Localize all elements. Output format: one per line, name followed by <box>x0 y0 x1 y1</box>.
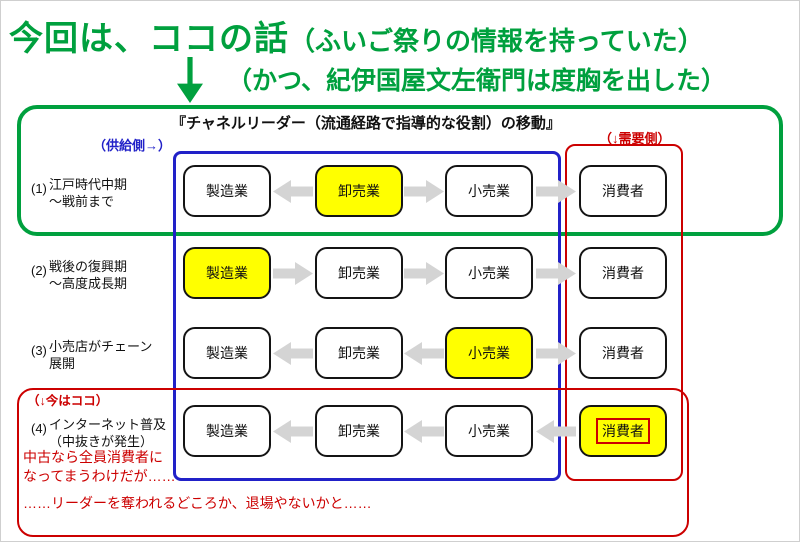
box-wholesaler: 卸売業 <box>315 247 403 299</box>
box-wholesaler: 卸売業 <box>315 405 403 457</box>
box-label: 小売業 <box>468 265 510 281</box>
flow-arrow-icon <box>536 262 576 285</box>
demand-side-frame <box>565 144 683 481</box>
box-label: 製造業 <box>206 423 248 439</box>
flow-arrow-icon <box>404 180 444 203</box>
box-label: 製造業 <box>206 265 248 281</box>
row-label-line1: 戦後の復興期 <box>49 259 128 274</box>
diagram-row-2: (2) 戦後の復興期 ～高度成長期 製造業 卸売業 小売業 消費者 <box>1 247 799 301</box>
row-label-line2: （中抜きが発生） <box>49 434 154 449</box>
footnote-line2: なってまうわけだが…… <box>23 468 176 484</box>
flow-arrow-icon <box>273 342 313 365</box>
flow-arrow-icon <box>273 420 313 443</box>
headline: 今回は、ココの話（ふいご祭りの情報を持っていた） <box>9 11 704 60</box>
box-wholesaler: 卸売業 <box>315 327 403 379</box>
box-label: 消費者 <box>602 345 644 361</box>
box-consumer: 消費者 <box>579 165 667 217</box>
box-label: 消費者 <box>602 265 644 281</box>
flow-arrow-icon <box>404 262 444 285</box>
box-manufacturer: 製造業 <box>183 405 271 457</box>
headline-main-text: 今回は、ココの話 <box>9 20 289 58</box>
box-label: 消費者 <box>602 183 644 199</box>
flow-arrow-icon <box>536 420 576 443</box>
flow-arrow-icon <box>536 180 576 203</box>
now-here-label: （↓今はココ） <box>27 394 109 408</box>
diagram-title: 『チャネルリーダー（流通経路で指導的な役割）の移動』 <box>171 115 561 132</box>
row-label-line2: ～戦前まで <box>49 194 115 209</box>
box-label: 小売業 <box>468 423 510 439</box>
row-label-line2: 展開 <box>49 356 76 371</box>
diagram-row-4: (4) インターネット普及 （中抜きが発生） 製造業 卸売業 小売業 消費者 <box>1 405 799 459</box>
current-era-frame <box>17 388 689 537</box>
box-label: 消費者 <box>596 418 650 444</box>
headline-paren-text: （ふいご祭りの情報を持っていた） <box>289 26 704 56</box>
box-wholesaler: 卸売業 <box>315 165 403 217</box>
row-label-line1: 江戸時代中期 <box>49 177 128 192</box>
row-label-line2: ～高度成長期 <box>49 276 128 291</box>
diagram-row-3: (3) 小売店がチェーン 展開 製造業 卸売業 小売業 消費者 <box>1 327 799 381</box>
box-label: 製造業 <box>206 345 248 361</box>
headline-second-line: （かつ、紀伊国屋文左衛門は度胸を出した） <box>227 67 727 95</box>
box-manufacturer: 製造業 <box>183 165 271 217</box>
row-label-line1: 小売店がチェーン <box>49 339 153 354</box>
flow-arrow-icon <box>404 420 444 443</box>
box-label: 卸売業 <box>338 265 380 281</box>
box-retailer: 小売業 <box>445 405 533 457</box>
row-number: (1) <box>31 181 47 196</box>
box-manufacturer: 製造業 <box>183 327 271 379</box>
box-retailer: 小売業 <box>445 327 533 379</box>
box-consumer: 消費者 <box>579 247 667 299</box>
box-manufacturer: 製造業 <box>183 247 271 299</box>
supply-side-label: （供給側→） <box>93 138 172 153</box>
box-label: 卸売業 <box>338 183 380 199</box>
box-label: 小売業 <box>468 345 510 361</box>
box-label: 製造業 <box>206 183 248 199</box>
diagram-row-1: (1) 江戸時代中期 ～戦前まで 製造業 卸売業 小売業 消費者 <box>1 165 799 219</box>
flow-arrow-icon <box>536 342 576 365</box>
demand-side-label: （↓需要側） <box>599 131 671 146</box>
flow-arrow-icon <box>273 180 313 203</box>
row-label-line1: インターネット普及 <box>49 417 167 432</box>
row-number: (2) <box>31 263 47 278</box>
green-down-arrow-icon <box>177 57 203 103</box>
box-label: 卸売業 <box>338 423 380 439</box>
topic-highlight-frame <box>17 105 783 236</box>
box-consumer: 消費者 <box>579 405 667 457</box>
box-label: 小売業 <box>468 183 510 199</box>
box-consumer: 消費者 <box>579 327 667 379</box>
box-label: 卸売業 <box>338 345 380 361</box>
box-retailer: 小売業 <box>445 247 533 299</box>
flow-arrow-icon <box>404 342 444 365</box>
supply-side-frame <box>173 151 561 481</box>
row-number: (4) <box>31 421 47 436</box>
box-retailer: 小売業 <box>445 165 533 217</box>
flow-arrow-icon <box>273 262 313 285</box>
footnote-line1: 中古なら全員消費者に <box>23 449 163 465</box>
footnote-line3: ……リーダーを奪われるどころか、退場やないかと…… <box>23 495 372 511</box>
row-number: (3) <box>31 343 47 358</box>
